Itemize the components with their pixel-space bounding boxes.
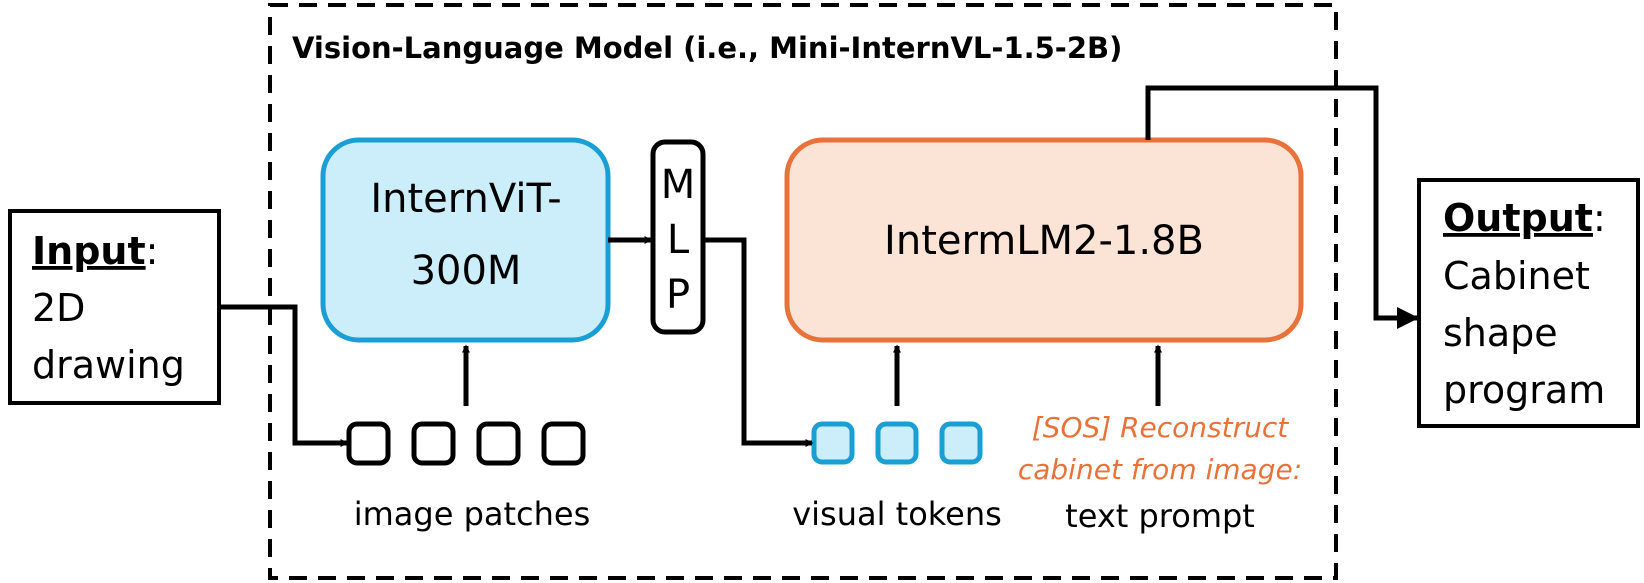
image-patch <box>476 421 521 466</box>
output-box <box>1417 178 1640 428</box>
image-patch <box>346 421 391 466</box>
arrow-llm-to-output <box>1145 85 1419 329</box>
output-label: Output: <box>1443 196 1606 240</box>
llm-label: IntermLM2-1.8B <box>884 218 1204 264</box>
input-line-1: 2D <box>32 286 85 330</box>
input-label: Input: <box>32 229 158 273</box>
text-prompt-caption: text prompt <box>1065 497 1255 535</box>
visual-tokens-caption: visual tokens <box>792 495 1002 533</box>
mlp-letter-m: M <box>661 162 696 208</box>
output-line-2: shape <box>1443 311 1558 355</box>
output-line-3: program <box>1443 368 1605 412</box>
vision-encoder-box <box>320 137 611 343</box>
visual-token <box>939 421 983 465</box>
visual-token <box>811 421 855 465</box>
image-patch <box>411 421 456 466</box>
mlp-letter-l: L <box>667 217 690 263</box>
llm-box <box>784 137 1304 343</box>
prompt-line-1: [SOS] Reconstruct <box>1032 411 1290 444</box>
image-patch <box>541 421 586 466</box>
mlp-letter-p: P <box>666 272 690 318</box>
visual-token <box>875 421 919 465</box>
image-patches-caption: image patches <box>354 495 591 533</box>
arrow-input-to-patches <box>219 304 349 447</box>
vision-encoder-line-2: 300M <box>411 248 522 294</box>
input-line-2: drawing <box>32 343 185 387</box>
mlp-box <box>650 139 706 335</box>
input-box <box>8 209 221 405</box>
arrow-mlp-to-tokens <box>703 237 814 447</box>
prompt-line-2: cabinet from image: <box>1018 453 1302 486</box>
vlm-frame <box>268 3 1338 580</box>
vlm-title: Vision-Language Model (i.e., Mini-Intern… <box>292 31 1122 65</box>
vision-encoder-line-1: InternViT- <box>370 176 561 222</box>
output-line-1: Cabinet <box>1443 254 1590 298</box>
